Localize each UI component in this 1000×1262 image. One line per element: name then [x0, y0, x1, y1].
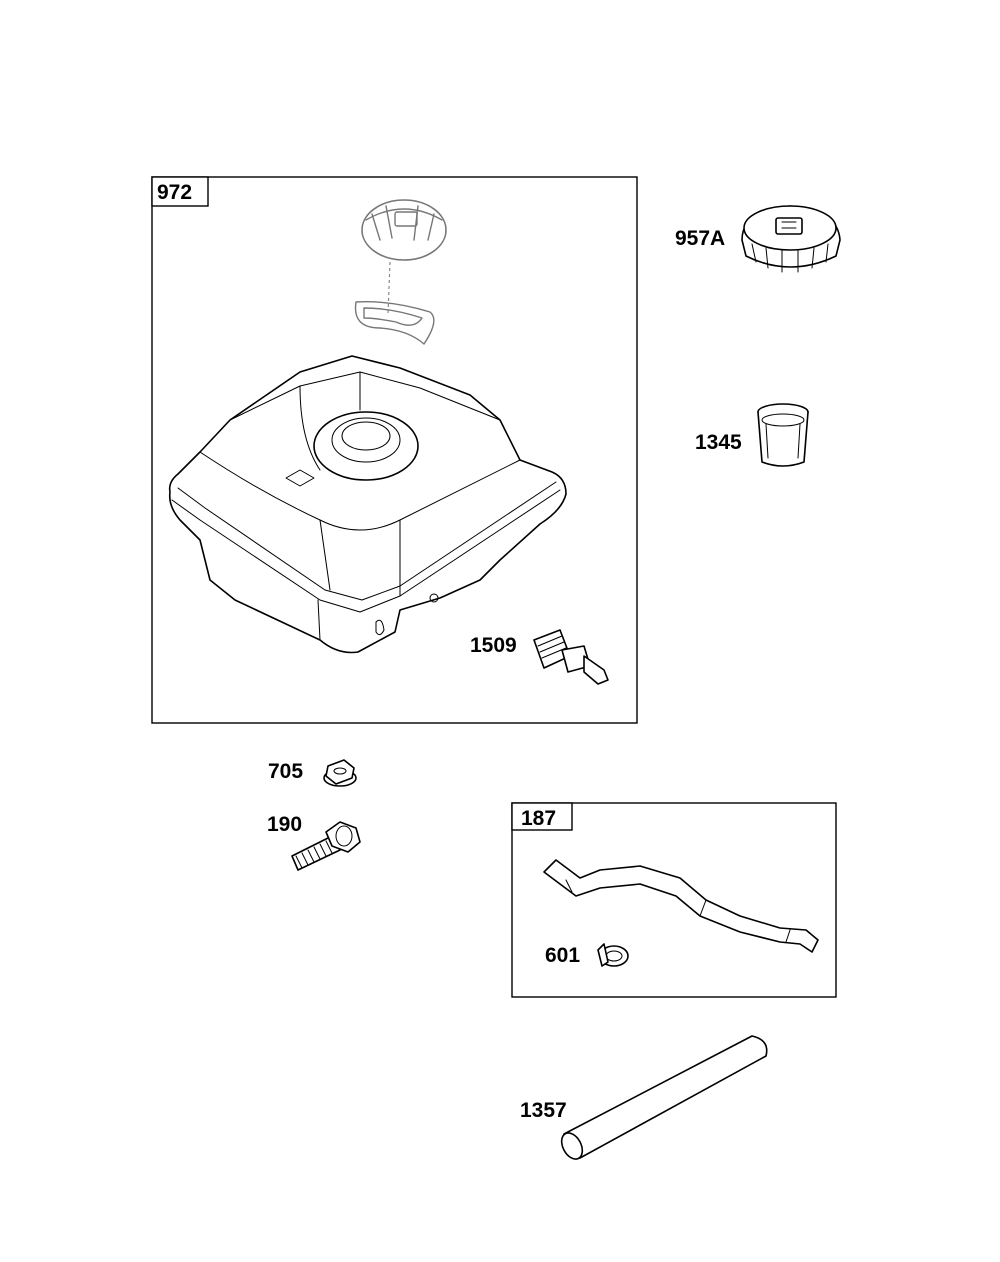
assembly-972-group: 972	[151, 176, 638, 724]
part-957a-label[interactable]: 957A	[675, 227, 725, 250]
part-601-label[interactable]: 601	[545, 944, 580, 967]
fuel-strainer-illustration	[757, 403, 809, 467]
hose-clamp-illustration	[597, 943, 629, 967]
tank-cap-illustration	[354, 199, 447, 345]
fuel-tank-illustration	[168, 355, 567, 654]
part-190-label[interactable]: 190	[267, 813, 302, 836]
part-1509-label[interactable]: 1509	[470, 634, 517, 657]
assembly-187-box	[511, 802, 837, 998]
assembly-187-group: 187 601	[511, 802, 837, 998]
fuel-cap-illustration	[741, 205, 841, 273]
part-1357-label[interactable]: 1357	[520, 1099, 567, 1122]
assembly-972-tag	[151, 176, 209, 207]
assembly-972-box	[151, 176, 638, 724]
part-1345-label[interactable]: 1345	[695, 431, 742, 454]
assembly-187-label[interactable]: 187	[521, 807, 556, 830]
fuel-line-illustration	[543, 859, 819, 953]
assembly-187-tag	[511, 802, 573, 831]
flange-bolt-illustration	[291, 821, 361, 871]
flange-nut-illustration	[323, 759, 357, 787]
assembly-972-label[interactable]: 972	[157, 181, 192, 204]
part-705-label[interactable]: 705	[268, 760, 303, 783]
sleeve-illustration	[560, 1035, 768, 1160]
fuel-shutoff-valve-illustration	[533, 629, 609, 685]
